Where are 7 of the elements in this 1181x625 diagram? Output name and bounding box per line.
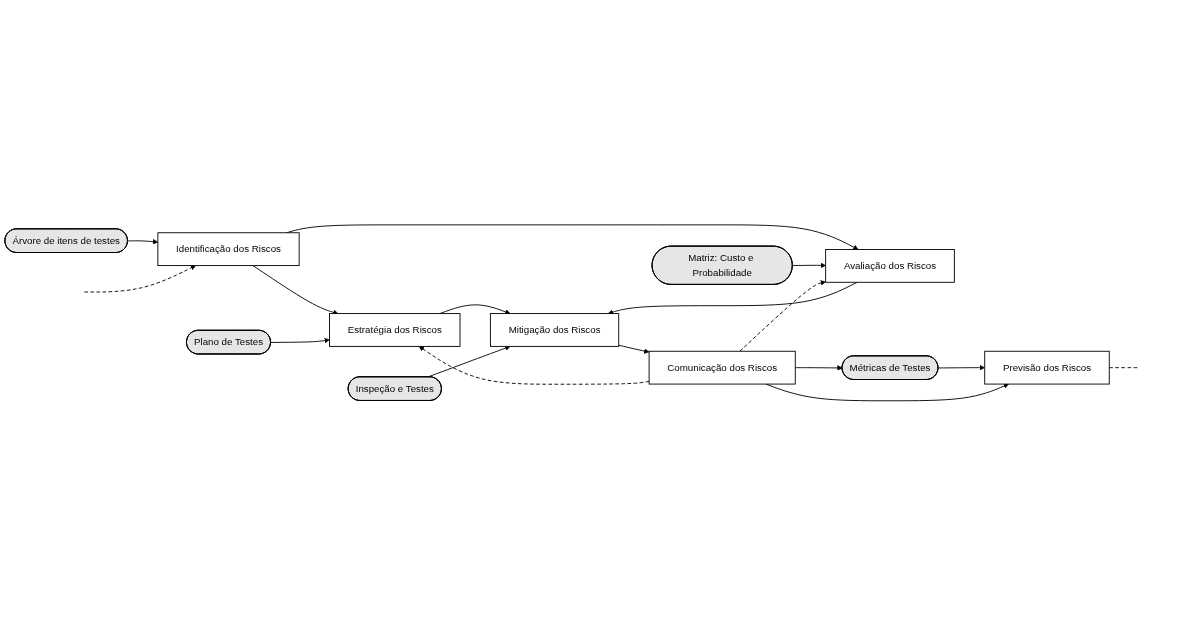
node-box: Identificação dos Riscos (157, 231, 300, 266)
connector (1108, 366, 1141, 368)
node-box: Previsão dos Riscos (984, 350, 1110, 385)
node-box: Comunicação dos Riscos (648, 350, 796, 385)
node-box: Estratégia dos Riscos (329, 312, 461, 347)
node-box: Mitigação dos Riscos (489, 312, 620, 347)
node-box: Avaliação dos Riscos (825, 248, 955, 283)
